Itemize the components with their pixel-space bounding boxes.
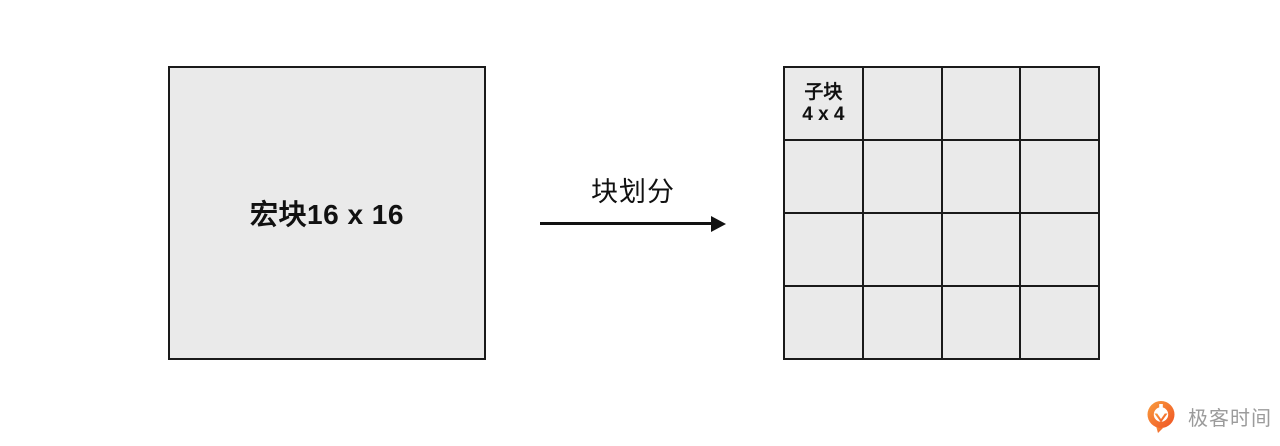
block-division-arrow-group: 块划分: [540, 170, 726, 232]
grid-cell: [1020, 140, 1099, 213]
right-arrow-icon: [540, 216, 726, 232]
grid-cell: [784, 140, 863, 213]
grid-cell: [862, 286, 942, 359]
grid-cell: [1020, 67, 1099, 140]
grid-cell: [941, 286, 1021, 359]
macroblock-label: 宏块16 x 16: [250, 199, 404, 230]
grid-cell: [784, 213, 863, 286]
grid-cell: [1020, 213, 1099, 286]
subblock-label-line1: 子块: [804, 81, 843, 103]
arrow-line: [540, 222, 712, 225]
grid-cell: [784, 286, 863, 359]
arrow-head: [711, 216, 726, 232]
grid-cell: [862, 213, 942, 286]
grid-cell: [941, 67, 1021, 140]
geektime-logo-text: 极客时间: [1188, 407, 1272, 430]
subblock-grid: 子块 4 x 4: [783, 66, 1100, 360]
grid-cell: [941, 213, 1021, 286]
grid-cell: [862, 67, 942, 140]
grid-cell: [862, 140, 942, 213]
grid-cell: [1020, 286, 1099, 359]
arrow-label: 块划分: [591, 177, 675, 207]
macroblock-square: 宏块16 x 16: [168, 66, 486, 360]
subblock-label-line2: 4 x 4: [802, 103, 845, 125]
geektime-logo: 极客时间: [1143, 398, 1272, 434]
geektime-q-pin-icon: [1147, 401, 1175, 433]
grid-cell-subblock-label: 子块 4 x 4: [784, 67, 863, 140]
grid-cell: [941, 140, 1021, 213]
